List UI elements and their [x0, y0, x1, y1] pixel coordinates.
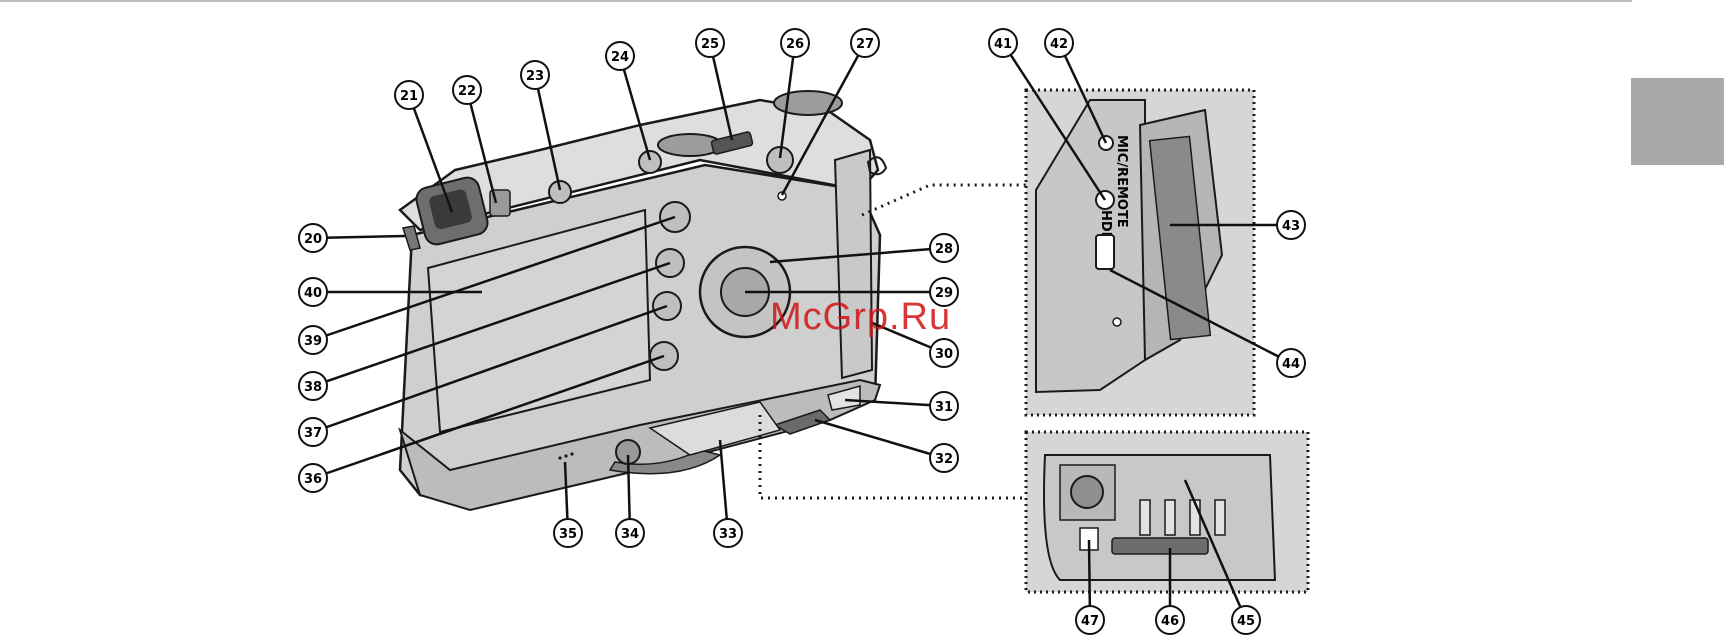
- leader-line-32: [815, 420, 944, 458]
- callout-number-22: 22: [458, 84, 476, 99]
- callout-number-44: 44: [1282, 357, 1300, 372]
- callout-number-45: 45: [1237, 614, 1255, 629]
- callout-number-40: 40: [304, 286, 322, 301]
- memory-card-slot: [1112, 538, 1208, 554]
- watermark: McGrp.Ru: [770, 296, 951, 339]
- callout-number-27: 27: [856, 37, 874, 52]
- inset-tripod-hole: [1071, 476, 1103, 508]
- callout-number-32: 32: [935, 452, 953, 467]
- callout-number-33: 33: [719, 527, 737, 542]
- callout-number-34: 34: [621, 527, 639, 542]
- inset-label-mic-remote: MIC/REMOTE: [1114, 135, 1129, 228]
- callout-number-30: 30: [935, 347, 953, 362]
- strap-lug-left: [403, 226, 420, 250]
- callout-number-21: 21: [400, 89, 418, 104]
- callout-number-26: 26: [786, 37, 804, 52]
- hdmi-connector: [1096, 235, 1114, 269]
- callout-number-47: 47: [1081, 614, 1099, 629]
- callout-number-46: 46: [1161, 614, 1179, 629]
- callout-number-20: 20: [304, 232, 322, 247]
- callout-number-41: 41: [994, 37, 1012, 52]
- connector-cover: [835, 150, 872, 378]
- callout-number-43: 43: [1282, 219, 1300, 234]
- usb-connector: [1113, 318, 1121, 326]
- view-mode-button: [639, 151, 661, 173]
- callout-number-28: 28: [935, 242, 953, 257]
- callout-number-36: 36: [304, 472, 322, 487]
- callout-number-42: 42: [1050, 37, 1068, 52]
- callout-number-39: 39: [304, 334, 322, 349]
- callout-number-35: 35: [559, 527, 577, 542]
- callout-number-24: 24: [611, 50, 629, 65]
- callout-number-31: 31: [935, 400, 953, 415]
- callout-number-25: 25: [701, 37, 719, 52]
- inset-connectors: MIC/REMOTE HDMI: [1026, 90, 1254, 415]
- callout-number-38: 38: [304, 380, 322, 395]
- callout-number-37: 37: [304, 426, 322, 441]
- inset-battery-chamber: [1026, 432, 1308, 592]
- callout-number-23: 23: [526, 69, 544, 84]
